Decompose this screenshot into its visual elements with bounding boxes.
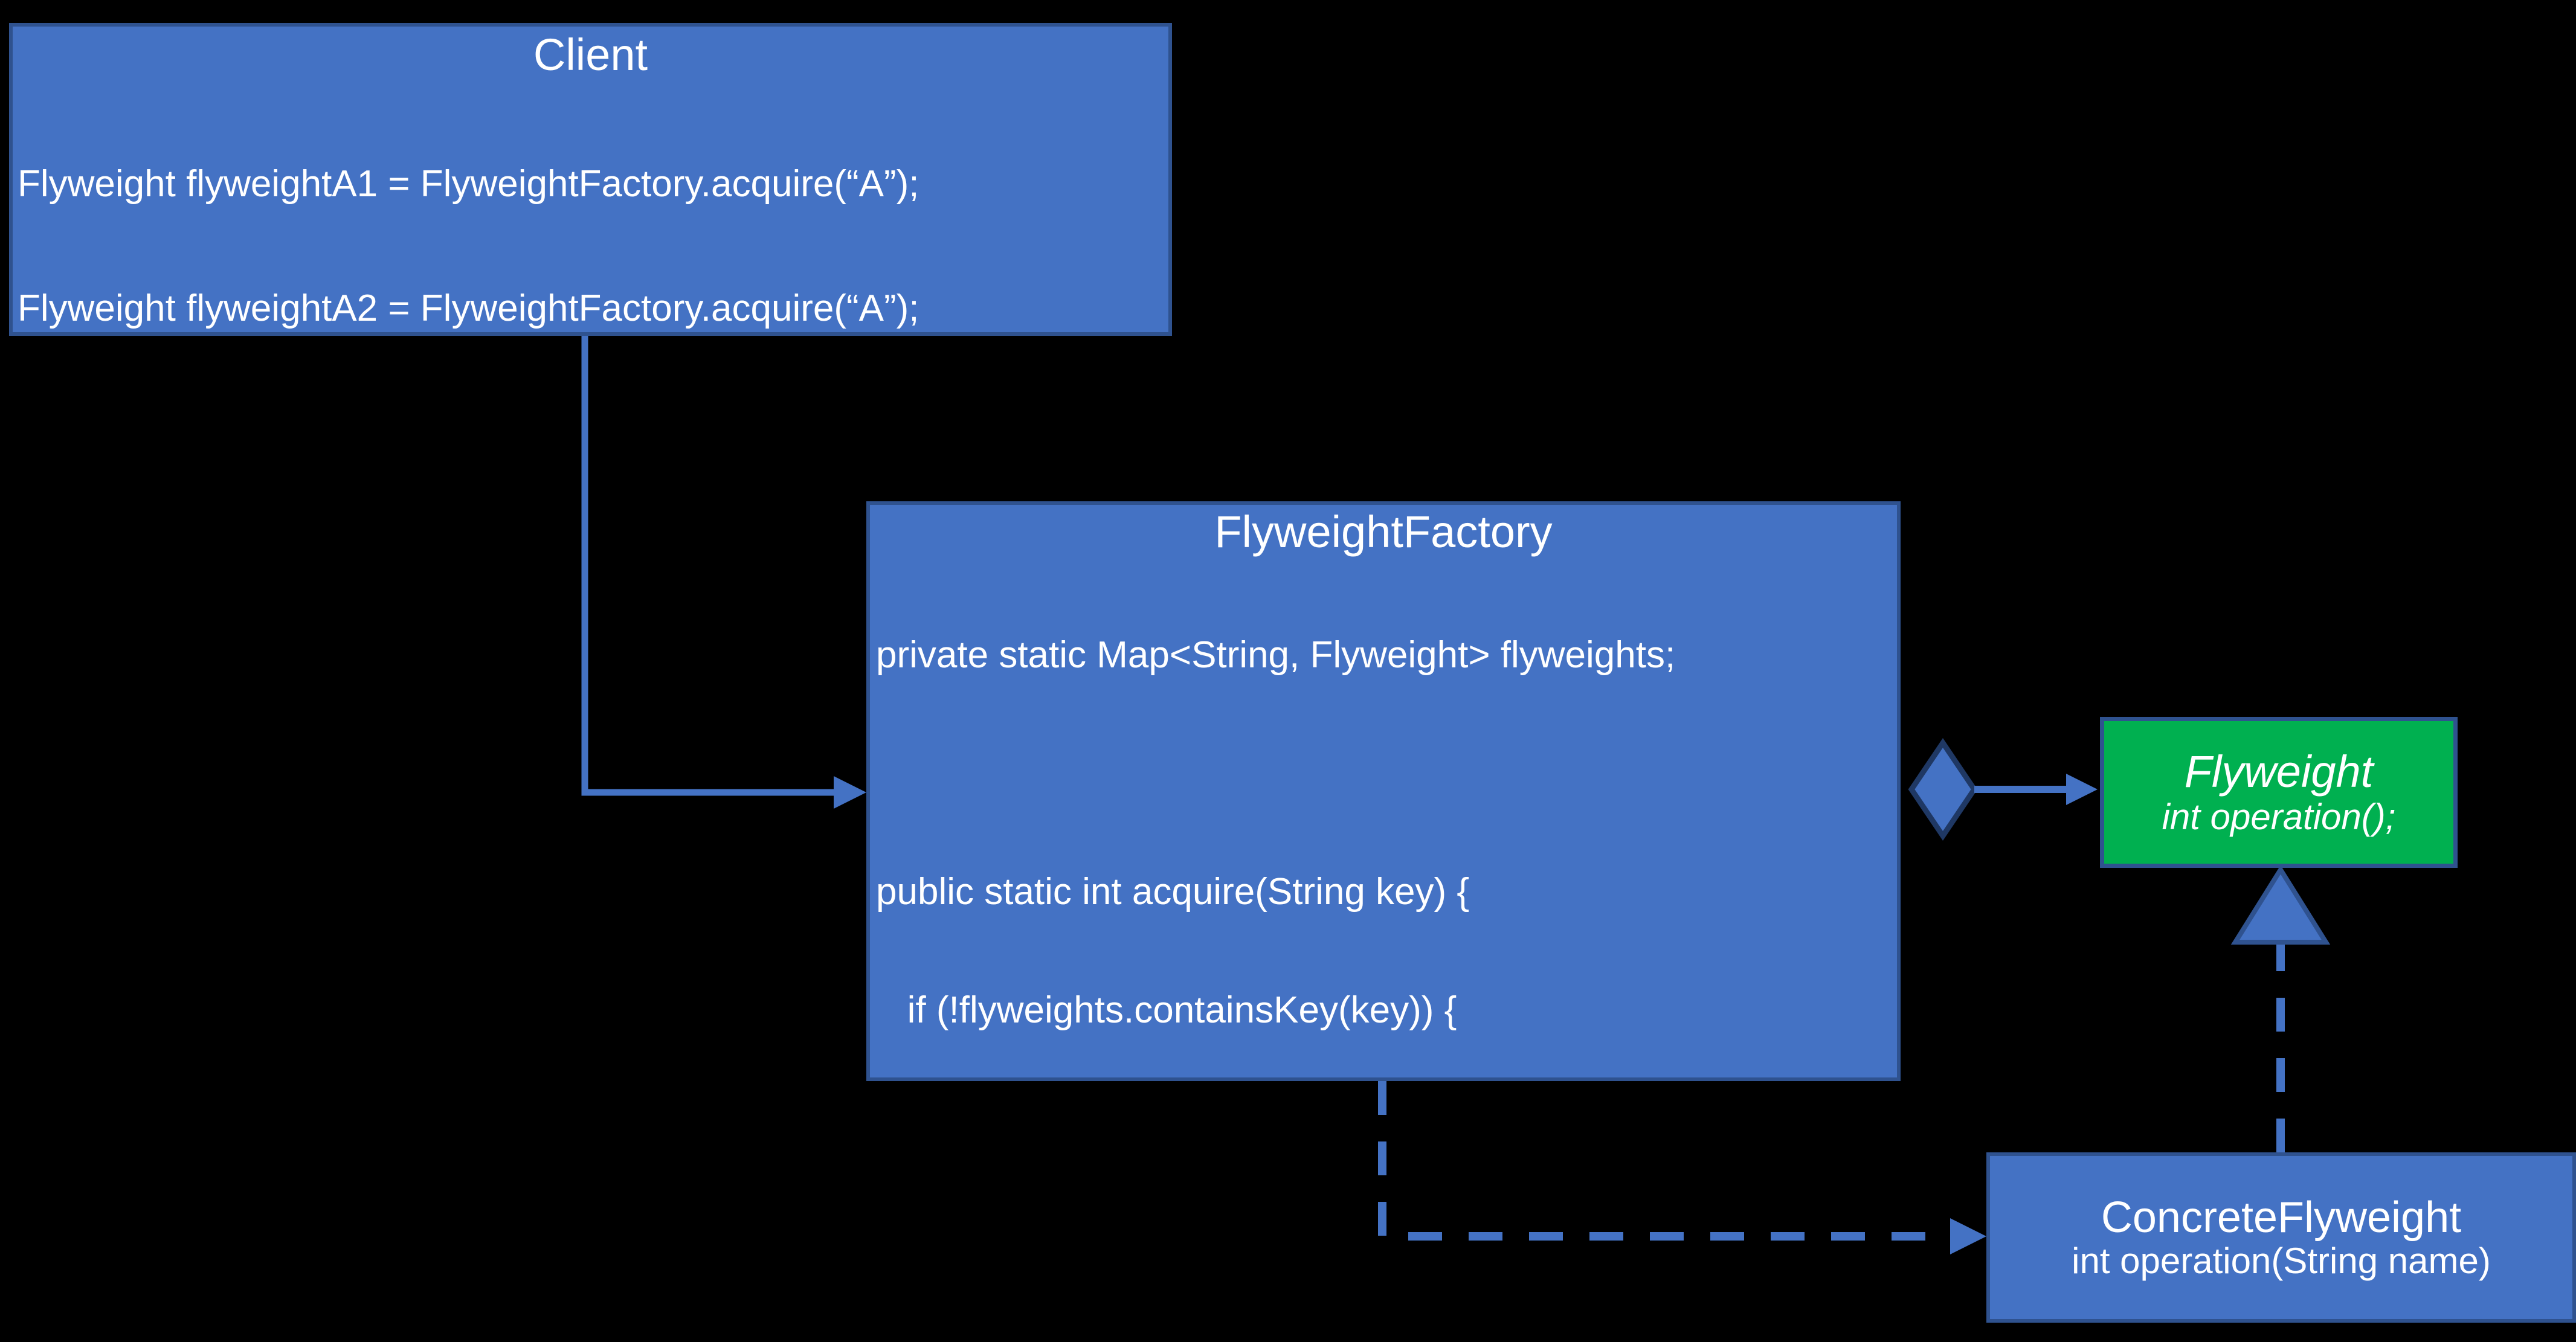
class-box-client[interactable]: Client Flyweight flyweightA1 = Flyweight…: [9, 23, 1172, 336]
aggregation-diamond: [1908, 737, 1978, 841]
factory-code-line-3: public static int acquire(String key) {: [876, 871, 1470, 913]
relation-client-to-factory: [581, 336, 866, 809]
class-box-flyweight[interactable]: Flyweight int operation();: [2100, 717, 2458, 868]
client-code-line-1: Flyweight flyweightA1 = FlyweightFactory…: [18, 163, 919, 205]
relation-factory-aggregates-flyweight: [1908, 737, 2098, 841]
relation-factory-depends-on-concrete: [1378, 1081, 1986, 1254]
realization-triangle: [2230, 865, 2331, 945]
class-box-flyweight-factory[interactable]: FlyweightFactory private static Map<Stri…: [866, 501, 1901, 1081]
class-box-concrete-flyweight[interactable]: ConcreteFlyweight int operation(String n…: [1986, 1152, 2576, 1323]
client-code-line-2: Flyweight flyweightA2 = FlyweightFactory…: [18, 287, 919, 329]
factory-code-line-4: if (!flyweights.containsKey(key)) {: [876, 989, 1457, 1031]
flyweight-title: Flyweight: [2184, 746, 2374, 797]
flyweight-members: int operation();: [2162, 797, 2396, 837]
factory-code-line-2: [876, 755, 1897, 798]
flyweight-factory-title: FlyweightFactory: [1214, 507, 1553, 557]
concrete-flyweight-title: ConcreteFlyweight: [2101, 1193, 2462, 1242]
client-title: Client: [533, 30, 648, 80]
client-code: Flyweight flyweightA1 = FlyweightFactory…: [13, 91, 1168, 332]
flyweight-factory-code: private static Map<String, Flyweight> fl…: [870, 562, 1897, 1077]
relation-concrete-implements-flyweight: [2230, 865, 2331, 1152]
factory-code-line-1: private static Map<String, Flyweight> fl…: [876, 634, 1676, 676]
concrete-flyweight-members: int operation(String name): [2072, 1241, 2491, 1281]
